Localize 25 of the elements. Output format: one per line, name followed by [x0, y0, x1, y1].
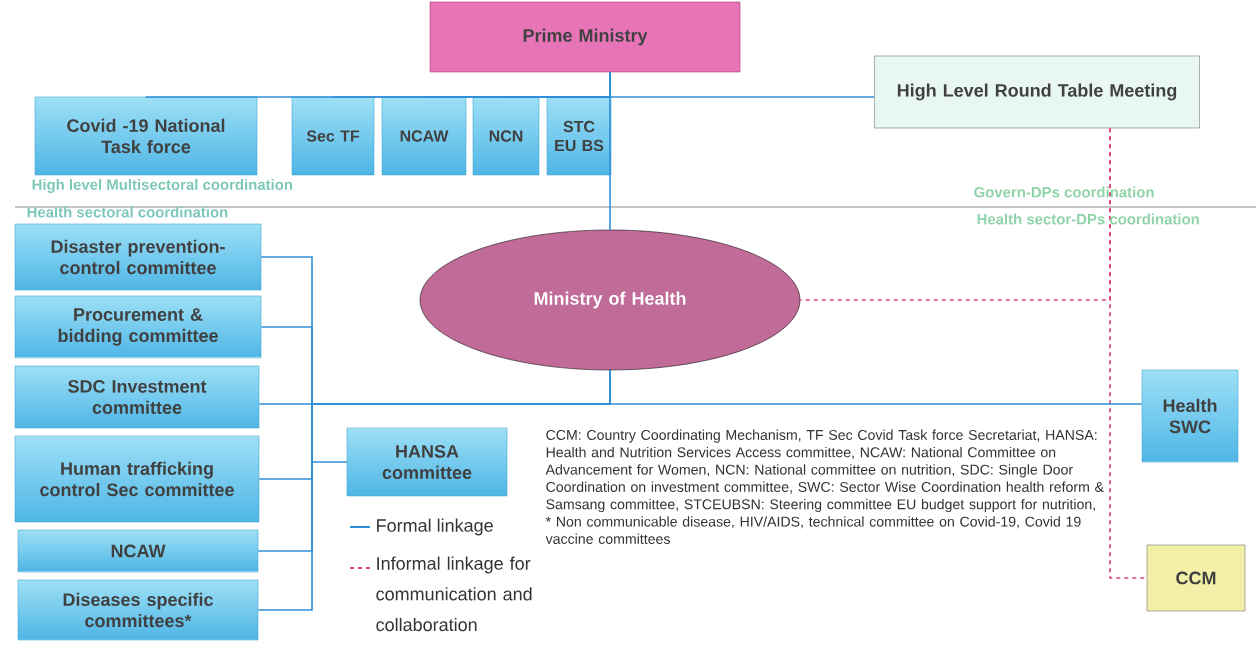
committee-box: Covid -19 National Task force [34, 96, 258, 176]
committee-box: Sec TF [291, 96, 375, 176]
committee-box: NCN [472, 96, 540, 176]
committee-box: NCAW [381, 96, 467, 176]
connector [609, 369, 1143, 405]
coordination-label: Health sector-DPs coordination [977, 213, 1199, 225]
committee-box: HANSA committee [346, 427, 508, 497]
coordination-label: Govern-DPs coordination [974, 186, 1154, 198]
process-box: Prime Ministry [429, 1, 741, 73]
process-box: CCM [1146, 544, 1246, 612]
legend-text: Informal linkage for communication and collaboration [376, 556, 532, 632]
committee-box: Diseases specific committees* [17, 579, 259, 641]
coordination-label: Health sectoral coordination [27, 206, 228, 218]
committee-box: NCAW [17, 529, 259, 573]
committee-box: Health SWC [1141, 369, 1239, 463]
committee-box: Human trafficking control Sec committee [14, 435, 260, 523]
abbreviation-notes: CCM: Country Coordinating Mechanism, TF Sec Covid Task force Secretariat, HANSA: Health and Nutrition Services Access committee, NCAW: National Committee on Advancement for Women, NCN: National committee on nutrition, SDC: Single Door Coordination on investment committee, SWC: Sector Wise Coordination health reform & Samsang committee, STCEUBSN: Steering committee EU budget support for nutrition, * Non communicable disease, HIV/AIDS, technical committee on Covid-19, Covid 19 vaccine committees [545, 429, 1104, 544]
connector [609, 71, 611, 231]
committee-box: Procurement & bidding committee [14, 295, 262, 359]
committee-box: STC EU BS [546, 96, 612, 176]
process-box: High Level Round Table Meeting [874, 55, 1200, 129]
committee-box: SDC Investment committee [14, 365, 260, 429]
committee-box: Disaster prevention-control committee [14, 223, 262, 291]
legend-text: Formal linkage [377, 518, 493, 536]
coordination-label: High level Multisectoral coordination [32, 179, 293, 193]
